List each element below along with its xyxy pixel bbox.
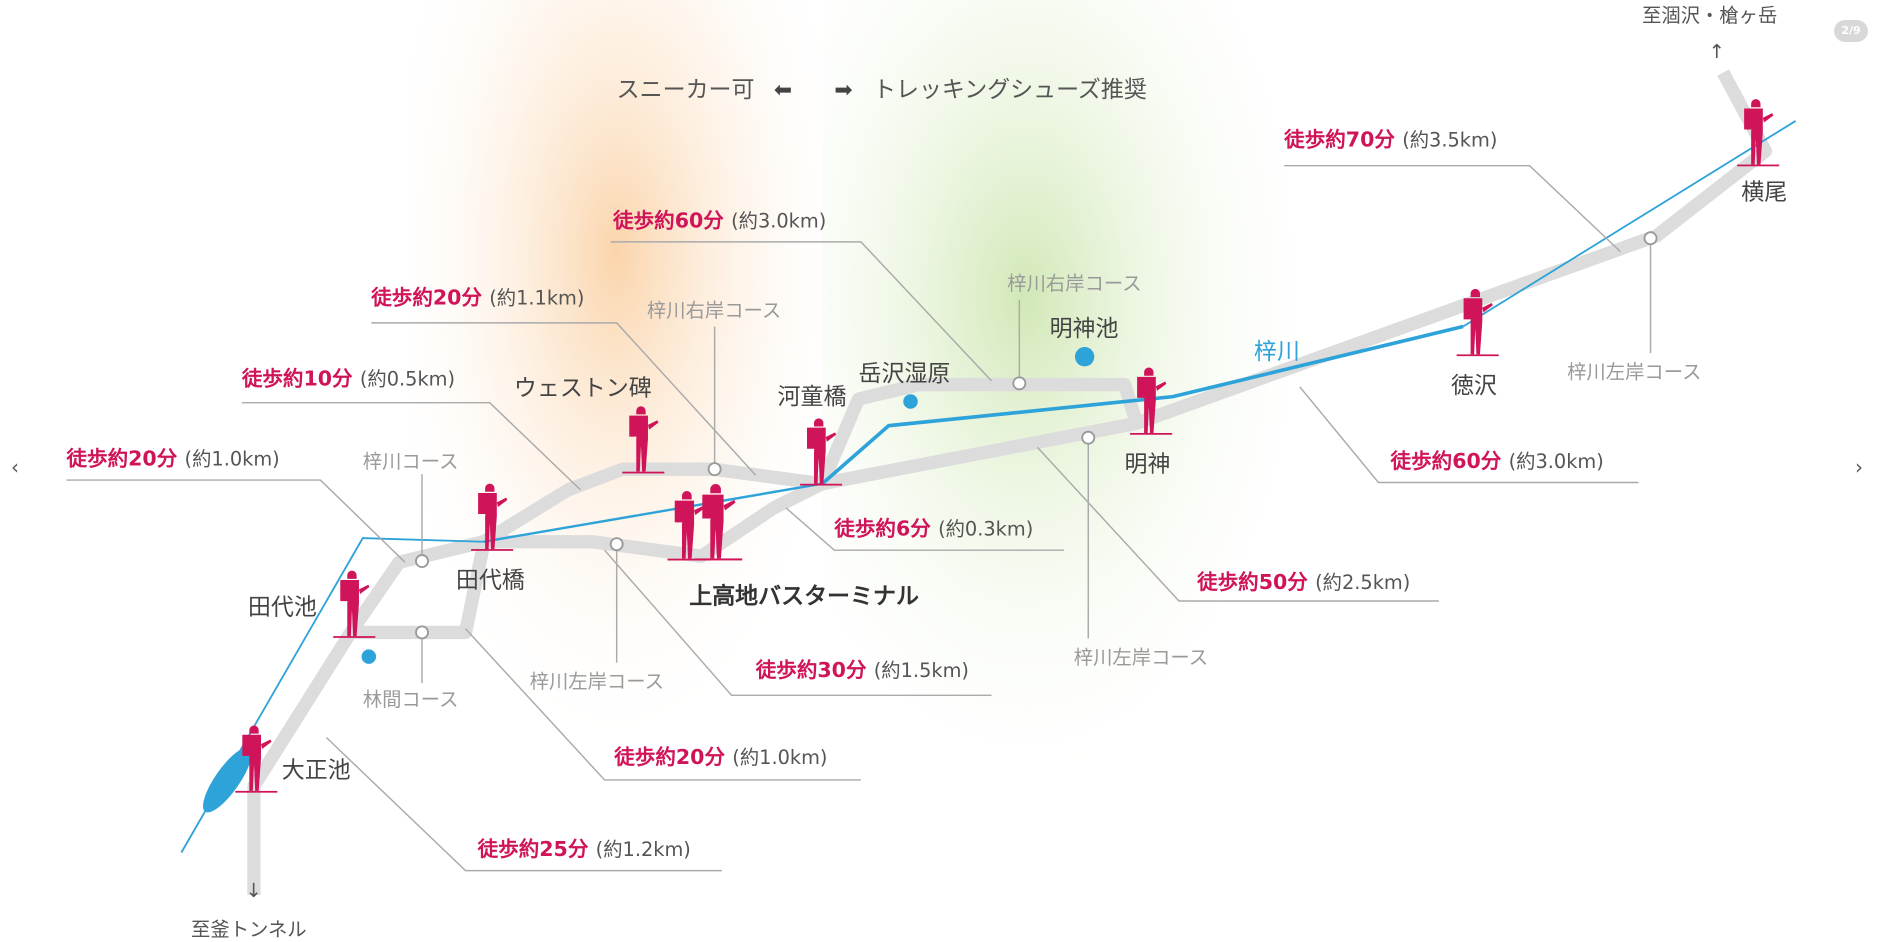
segment-label: 徒歩約20分(約1.0km) (66, 447, 280, 471)
north-direction-label: 至涸沢・槍ヶ岳 (1642, 4, 1777, 27)
segment-label: 徒歩約10分(約0.5km) (241, 367, 455, 391)
dakesawa-dot (903, 394, 918, 409)
segment-label: 徒歩約20分(約1.0km) (613, 745, 827, 769)
place-myojin: 明神 (1125, 452, 1171, 478)
segment-label: 徒歩約20分(約1.1km) (370, 286, 584, 310)
taisho-pond-shape (203, 747, 252, 813)
place-bus-terminal: 上高地バスターミナル (689, 582, 919, 609)
south-direction-label: 至釜トンネル (191, 918, 307, 941)
walking-time-labels: 徒歩約20分(約1.0km) 徒歩約10分(約0.5km) 徒歩約20分(約1.… (66, 127, 1604, 861)
place-myojin-pond: 明神池 (1050, 316, 1119, 342)
sneaker-zone-bg (411, 0, 823, 847)
segment-label: 徒歩約60分(約3.0km) (612, 208, 826, 232)
tashiro-pond-dot (361, 649, 377, 664)
river-label: 梓川 (1254, 339, 1300, 365)
segment-label: 徒歩約25分(約1.2km) (477, 837, 691, 861)
place-yokoo: 横尾 (1741, 180, 1787, 206)
segment-leaders (66, 164, 1639, 872)
south-arrow-icon: ↓ (245, 879, 261, 902)
azusa-river (180, 120, 1797, 853)
segment-label: 徒歩約70分(約3.5km) (1283, 127, 1497, 151)
place-tashiro-pond: 田代池 (248, 594, 317, 620)
myojin-pond-dot (1074, 347, 1095, 367)
course-markers (415, 231, 1658, 684)
place-kappa-bridge: 河童橋 (778, 384, 847, 410)
sneaker-ok-label: スニーカー可 (617, 77, 755, 103)
course-left-bank: 梓川左岸コース (1074, 646, 1208, 669)
arrow-left-icon: ⬅ (774, 78, 792, 103)
segment-label: 徒歩約30分(約1.5km) (755, 658, 969, 682)
prev-slide-button[interactable]: ‹ (2, 450, 28, 486)
course-azusa: 梓川コース (363, 450, 459, 473)
place-weston-monument: ウェストン碑 (514, 375, 652, 401)
course-left-bank: 梓川左岸コース (1567, 360, 1701, 383)
place-dakesawa: 岳沢湿原 (859, 361, 951, 387)
course-right-bank: 梓川右岸コース (1007, 272, 1141, 295)
segment-label: 徒歩約6分(約0.3km) (833, 517, 1033, 541)
place-tashiro-bridge: 田代橋 (456, 568, 525, 594)
course-rinkan: 林間コース (363, 688, 459, 711)
north-arrow-icon: ↑ (1709, 40, 1725, 63)
trekking-shoes-label: トレッキングシューズ推奨 (873, 77, 1147, 103)
place-tokusawa: 徳沢 (1451, 373, 1497, 399)
segment-label: 徒歩約50分(約2.5km) (1196, 570, 1410, 594)
next-slide-button[interactable]: › (1846, 450, 1872, 486)
page-indicator: 2/9 (1834, 20, 1868, 42)
place-taisho-pond: 大正池 (282, 758, 351, 784)
segment-label: 徒歩約60分(約3.0km) (1390, 449, 1604, 473)
course-right-bank: 梓川右岸コース (647, 299, 781, 322)
arrow-right-icon: ➡ (834, 78, 852, 103)
course-left-bank: 梓川左岸コース (530, 670, 664, 693)
